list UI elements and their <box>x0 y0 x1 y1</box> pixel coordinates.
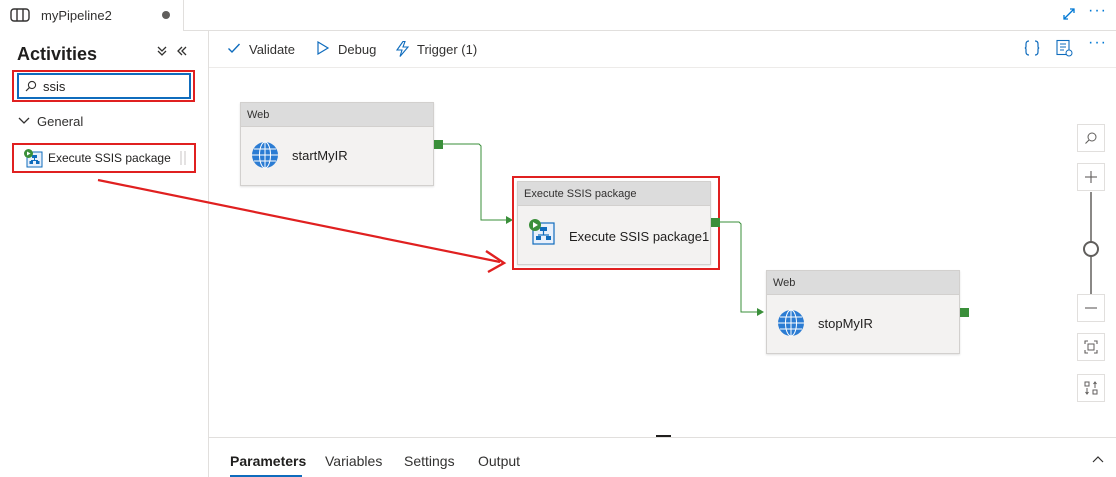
pipeline-tab[interactable]: myPipeline2 <box>0 0 184 31</box>
toolbar-more-icon[interactable]: ··· <box>1088 34 1107 51</box>
pipeline-icon <box>10 8 30 22</box>
activity-item-execute-ssis[interactable]: Execute SSIS package <box>16 146 192 170</box>
node-type-label: Web <box>767 271 959 295</box>
success-output-port[interactable] <box>434 140 443 149</box>
zoom-slider-thumb[interactable] <box>1083 241 1099 257</box>
more-options-icon[interactable]: ··· <box>1088 2 1107 19</box>
properties-panel-tabs: Parameters Variables Settings Output <box>209 437 1116 477</box>
hide-panel-icon[interactable] <box>176 45 188 57</box>
collapse-all-icon[interactable] <box>156 45 168 57</box>
connector-start-to-ssis <box>442 143 506 221</box>
activity-node-stopmyir[interactable]: Web stopMyIR <box>766 270 960 354</box>
node-name: stopMyIR <box>818 316 873 331</box>
tab-parameters[interactable]: Parameters <box>230 453 307 469</box>
expand-icon[interactable] <box>1061 6 1077 22</box>
chevron-up-icon[interactable] <box>1092 455 1104 463</box>
globe-icon <box>778 309 804 337</box>
code-braces-icon[interactable] <box>1024 39 1040 57</box>
auto-align-icon <box>1084 381 1098 395</box>
debug-label: Debug <box>338 42 377 57</box>
pipeline-tab-title: myPipeline2 <box>41 8 112 23</box>
activity-highlight-box <box>12 143 196 173</box>
activity-item-label: Execute SSIS package <box>48 151 171 165</box>
checkmark-icon <box>228 43 241 54</box>
pipeline-toolbar: Validate Debug Trigger (1) ··· <box>209 31 1116 68</box>
tab-settings[interactable]: Settings <box>404 453 455 469</box>
node-type-label: Execute SSIS package <box>518 182 710 206</box>
connector-arrowhead-icon <box>506 216 513 224</box>
chevron-down-icon <box>18 117 30 124</box>
tab-output[interactable]: Output <box>478 453 521 469</box>
node-type-label: Web <box>241 103 433 127</box>
activity-search-box[interactable] <box>17 73 191 99</box>
ssis-package-icon <box>529 219 555 245</box>
globe-icon <box>252 141 278 169</box>
activities-panel: Activities General Execu <box>0 31 209 477</box>
plus-icon <box>1085 171 1097 183</box>
auto-align-button[interactable] <box>1077 374 1105 402</box>
group-general-label: General <box>37 114 84 129</box>
search-icon <box>1085 132 1097 144</box>
search-canvas-button[interactable] <box>1077 124 1105 152</box>
zoom-out-button[interactable] <box>1077 294 1105 322</box>
tab-variables[interactable]: Variables <box>325 453 383 469</box>
zoom-in-button[interactable] <box>1077 163 1105 191</box>
activities-title: Activities <box>17 44 98 64</box>
panel-resize-handle[interactable] <box>656 435 671 437</box>
activity-search-input[interactable] <box>43 77 183 95</box>
properties-icon[interactable] <box>1055 39 1073 57</box>
activity-node-execute-ssis-package1[interactable]: Execute SSIS package Execute SSIS packag… <box>517 181 711 265</box>
fit-to-screen-button[interactable] <box>1077 333 1105 361</box>
document-tab-bar: myPipeline2 ··· <box>0 0 1116 31</box>
ssis-package-icon <box>24 149 43 168</box>
play-icon <box>317 41 330 55</box>
node-name: startMyIR <box>292 148 348 163</box>
lightning-icon <box>395 41 410 57</box>
node-name: Execute SSIS package1 <box>569 229 710 244</box>
search-icon <box>25 80 37 92</box>
validate-label: Validate <box>249 42 296 57</box>
success-output-port[interactable] <box>711 218 720 227</box>
minus-icon <box>1085 307 1097 309</box>
pipeline-canvas[interactable]: Web startMyIR Execute SSIS package Execu… <box>209 68 1116 435</box>
fit-screen-icon <box>1084 340 1098 354</box>
connector-ssis-to-stop <box>718 221 757 313</box>
connector-arrowhead-icon <box>757 308 764 316</box>
unsaved-dot-icon <box>162 11 170 19</box>
active-tab-indicator <box>230 475 302 477</box>
activity-node-startmyir[interactable]: Web startMyIR <box>240 102 434 186</box>
drag-handle-icon[interactable] <box>178 150 188 166</box>
search-highlight-box <box>12 70 195 102</box>
trigger-label: Trigger (1) <box>417 42 478 57</box>
success-output-port[interactable] <box>960 308 969 317</box>
